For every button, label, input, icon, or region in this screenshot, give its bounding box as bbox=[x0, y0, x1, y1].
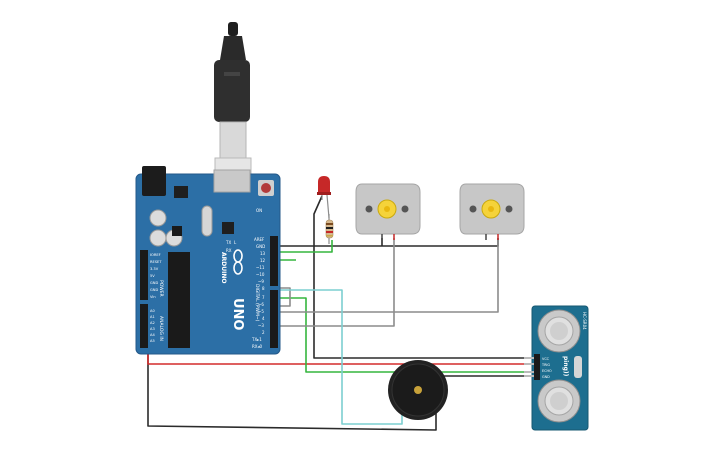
sensor-crystal bbox=[574, 356, 582, 378]
wire-black-led-cathode[interactable] bbox=[313, 195, 534, 359]
label-digital: DIGITAL (PWM~) bbox=[254, 284, 260, 322]
wire-gray-motor-left[interactable] bbox=[276, 238, 395, 327]
ultrasonic-sensor[interactable]: ping)) HC-SR04 VCC TRIG ECHO GND bbox=[524, 305, 589, 431]
svg-text:3.3V: 3.3V bbox=[150, 267, 159, 271]
svg-text:GND: GND bbox=[150, 281, 158, 285]
label-analog: ANALOG IN bbox=[158, 316, 164, 341]
sensor-model: HC-SR04 bbox=[582, 312, 587, 330]
svg-text:8: 8 bbox=[262, 286, 265, 291]
svg-text:~9: ~9 bbox=[258, 279, 264, 284]
usb-chip bbox=[222, 222, 234, 234]
svg-text:A4: A4 bbox=[150, 333, 155, 337]
svg-text:AREF: AREF bbox=[254, 237, 265, 242]
svg-text:12: 12 bbox=[260, 258, 266, 263]
svg-text:7: 7 bbox=[262, 295, 265, 300]
svg-text:IOREF: IOREF bbox=[150, 253, 161, 257]
svg-text:ECHO: ECHO bbox=[542, 369, 552, 373]
dc-motor-right[interactable] bbox=[459, 183, 525, 240]
wire-green-pin13[interactable] bbox=[276, 240, 333, 253]
label-rx: RX bbox=[226, 248, 232, 253]
sensor-pin-labels: VCC TRIG ECHO GND bbox=[541, 357, 552, 379]
board-model: UNO bbox=[230, 298, 245, 331]
svg-text:A3: A3 bbox=[150, 327, 155, 331]
svg-text:~10: ~10 bbox=[256, 272, 265, 277]
svg-text:5V: 5V bbox=[150, 274, 155, 278]
label-l: L bbox=[234, 240, 237, 245]
wire-gray-pin5[interactable] bbox=[276, 287, 291, 307]
label-tx: TX bbox=[225, 240, 231, 245]
svg-text:A1: A1 bbox=[150, 315, 155, 319]
svg-text:A5: A5 bbox=[150, 339, 155, 343]
svg-text:4: 4 bbox=[262, 316, 265, 321]
wire-teal-buzzer[interactable] bbox=[276, 289, 403, 425]
wire-black-sensor-gnd[interactable] bbox=[147, 348, 534, 431]
svg-text:GND: GND bbox=[542, 375, 550, 379]
dc-motor-left[interactable] bbox=[355, 183, 421, 240]
svg-text:2: 2 bbox=[262, 330, 265, 335]
power-jack bbox=[142, 166, 166, 196]
svg-text:GND: GND bbox=[256, 244, 265, 249]
wire-gray-motor-right[interactable] bbox=[276, 240, 499, 313]
usb-cable bbox=[214, 22, 252, 189]
svg-text:A2: A2 bbox=[150, 321, 155, 325]
svg-text:TX▸1: TX▸1 bbox=[251, 337, 262, 342]
svg-text:Vin: Vin bbox=[150, 295, 156, 299]
sensor-brand: ping)) bbox=[562, 356, 569, 377]
svg-text:~6: ~6 bbox=[258, 302, 264, 307]
crystal bbox=[201, 205, 213, 237]
atmega-chip bbox=[168, 252, 190, 348]
wires bbox=[147, 195, 534, 431]
svg-text:13: 13 bbox=[260, 251, 266, 256]
capacitor bbox=[149, 229, 167, 247]
svg-text:~5: ~5 bbox=[258, 309, 264, 314]
svg-text:A0: A0 bbox=[150, 309, 155, 313]
power-pin-labels: IOREF RESET 3.3V 5V GND GND Vin A0 A1 A2… bbox=[150, 253, 162, 343]
digital-pin-labels: AREF GND 13 12 ~11 ~10 ~9 8 7 ~6 ~5 4 ~3… bbox=[251, 237, 266, 349]
power-header bbox=[140, 250, 148, 300]
analog-header bbox=[140, 304, 148, 348]
label-on: ON bbox=[256, 208, 262, 213]
resistor[interactable] bbox=[325, 214, 334, 244]
digital-header-top bbox=[270, 236, 278, 286]
arduino-uno-board[interactable]: ARDUINO UNO DIGITAL (PWM~) POWER ANALOG … bbox=[135, 166, 281, 355]
red-led[interactable] bbox=[317, 176, 331, 219]
svg-text:~11: ~11 bbox=[256, 265, 265, 270]
svg-text:RESET: RESET bbox=[150, 260, 162, 264]
svg-text:GND: GND bbox=[150, 288, 158, 292]
digital-header-bottom bbox=[270, 290, 278, 348]
svg-text:RX◂0: RX◂0 bbox=[252, 344, 263, 349]
svg-text:VCC: VCC bbox=[542, 357, 550, 361]
piezo-buzzer[interactable] bbox=[388, 360, 448, 420]
wire-black-gnd-motors[interactable] bbox=[276, 238, 499, 247]
label-power: POWER bbox=[158, 280, 164, 297]
svg-text:~3: ~3 bbox=[258, 323, 264, 328]
svg-text:TRIG: TRIG bbox=[541, 363, 550, 367]
board-brand: ARDUINO bbox=[220, 252, 227, 283]
icsp-header bbox=[172, 226, 182, 236]
usb-port bbox=[213, 169, 251, 193]
regulator bbox=[174, 186, 188, 198]
arduino-logo-icon bbox=[233, 249, 243, 275]
capacitor bbox=[149, 209, 167, 227]
